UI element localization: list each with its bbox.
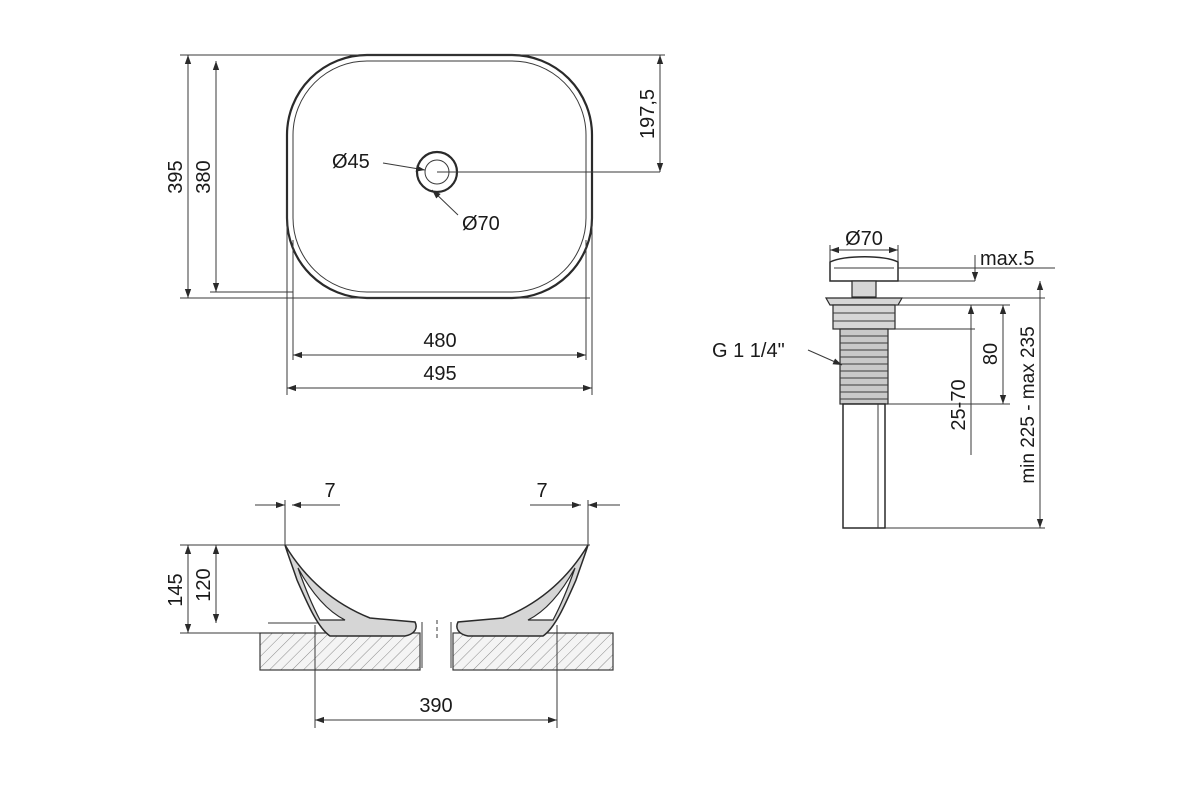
dim-label-d70: Ø70	[462, 213, 500, 235]
top-view: 395 380 197,5 480 495 Ø45 Ø70	[165, 53, 665, 395]
dim-label-thread: G 1 1/4"	[712, 340, 785, 362]
leader-d70	[431, 189, 459, 216]
drain-cap	[829, 256, 899, 282]
leader-d45	[382, 162, 426, 172]
basin-outline-outer	[285, 53, 594, 300]
dim-label-120: 120	[193, 568, 215, 601]
side-view: 7 7 145 120 390	[165, 480, 620, 728]
drain-collar	[832, 304, 896, 330]
dim-label-rim-left: 7	[324, 480, 335, 502]
drain-thread-lines	[840, 335, 888, 400]
countertop-right	[452, 632, 614, 671]
dim-label-145: 145	[165, 573, 187, 606]
drain-pipe	[842, 403, 886, 529]
dim-label-cap: Ø70	[845, 228, 883, 250]
countertop-left	[259, 632, 421, 671]
bowl-section-left	[284, 544, 417, 637]
bowl-void-right	[527, 567, 576, 621]
dim-label-390: 390	[419, 695, 452, 717]
dim-label-380: 380	[193, 160, 215, 193]
dim-label-80: 80	[980, 343, 1002, 365]
basin-outline-inner	[292, 60, 587, 293]
dim-label-d45: Ø45	[332, 151, 370, 173]
bowl-void-left	[297, 567, 346, 621]
drain-stem	[851, 280, 877, 298]
dim-label-495: 495	[423, 363, 456, 385]
dim-label-197: 197,5	[637, 89, 659, 139]
dim-label-395: 395	[165, 160, 187, 193]
drain-view: Ø70 max.5 80 25-70 min 225 - max 235 G 1…	[712, 228, 1055, 529]
dim-label-range: 25-70	[948, 379, 970, 430]
leader-thread	[807, 349, 843, 366]
drain-flange	[824, 297, 904, 306]
dim-label-480: 480	[423, 330, 456, 352]
drain-thread-body	[839, 328, 889, 405]
dim-label-total: min 225 - max 235	[1018, 326, 1039, 483]
bowl-section-right	[456, 544, 589, 637]
dim-label-gap: max.5	[980, 248, 1034, 270]
dim-label-rim-right: 7	[536, 480, 547, 502]
